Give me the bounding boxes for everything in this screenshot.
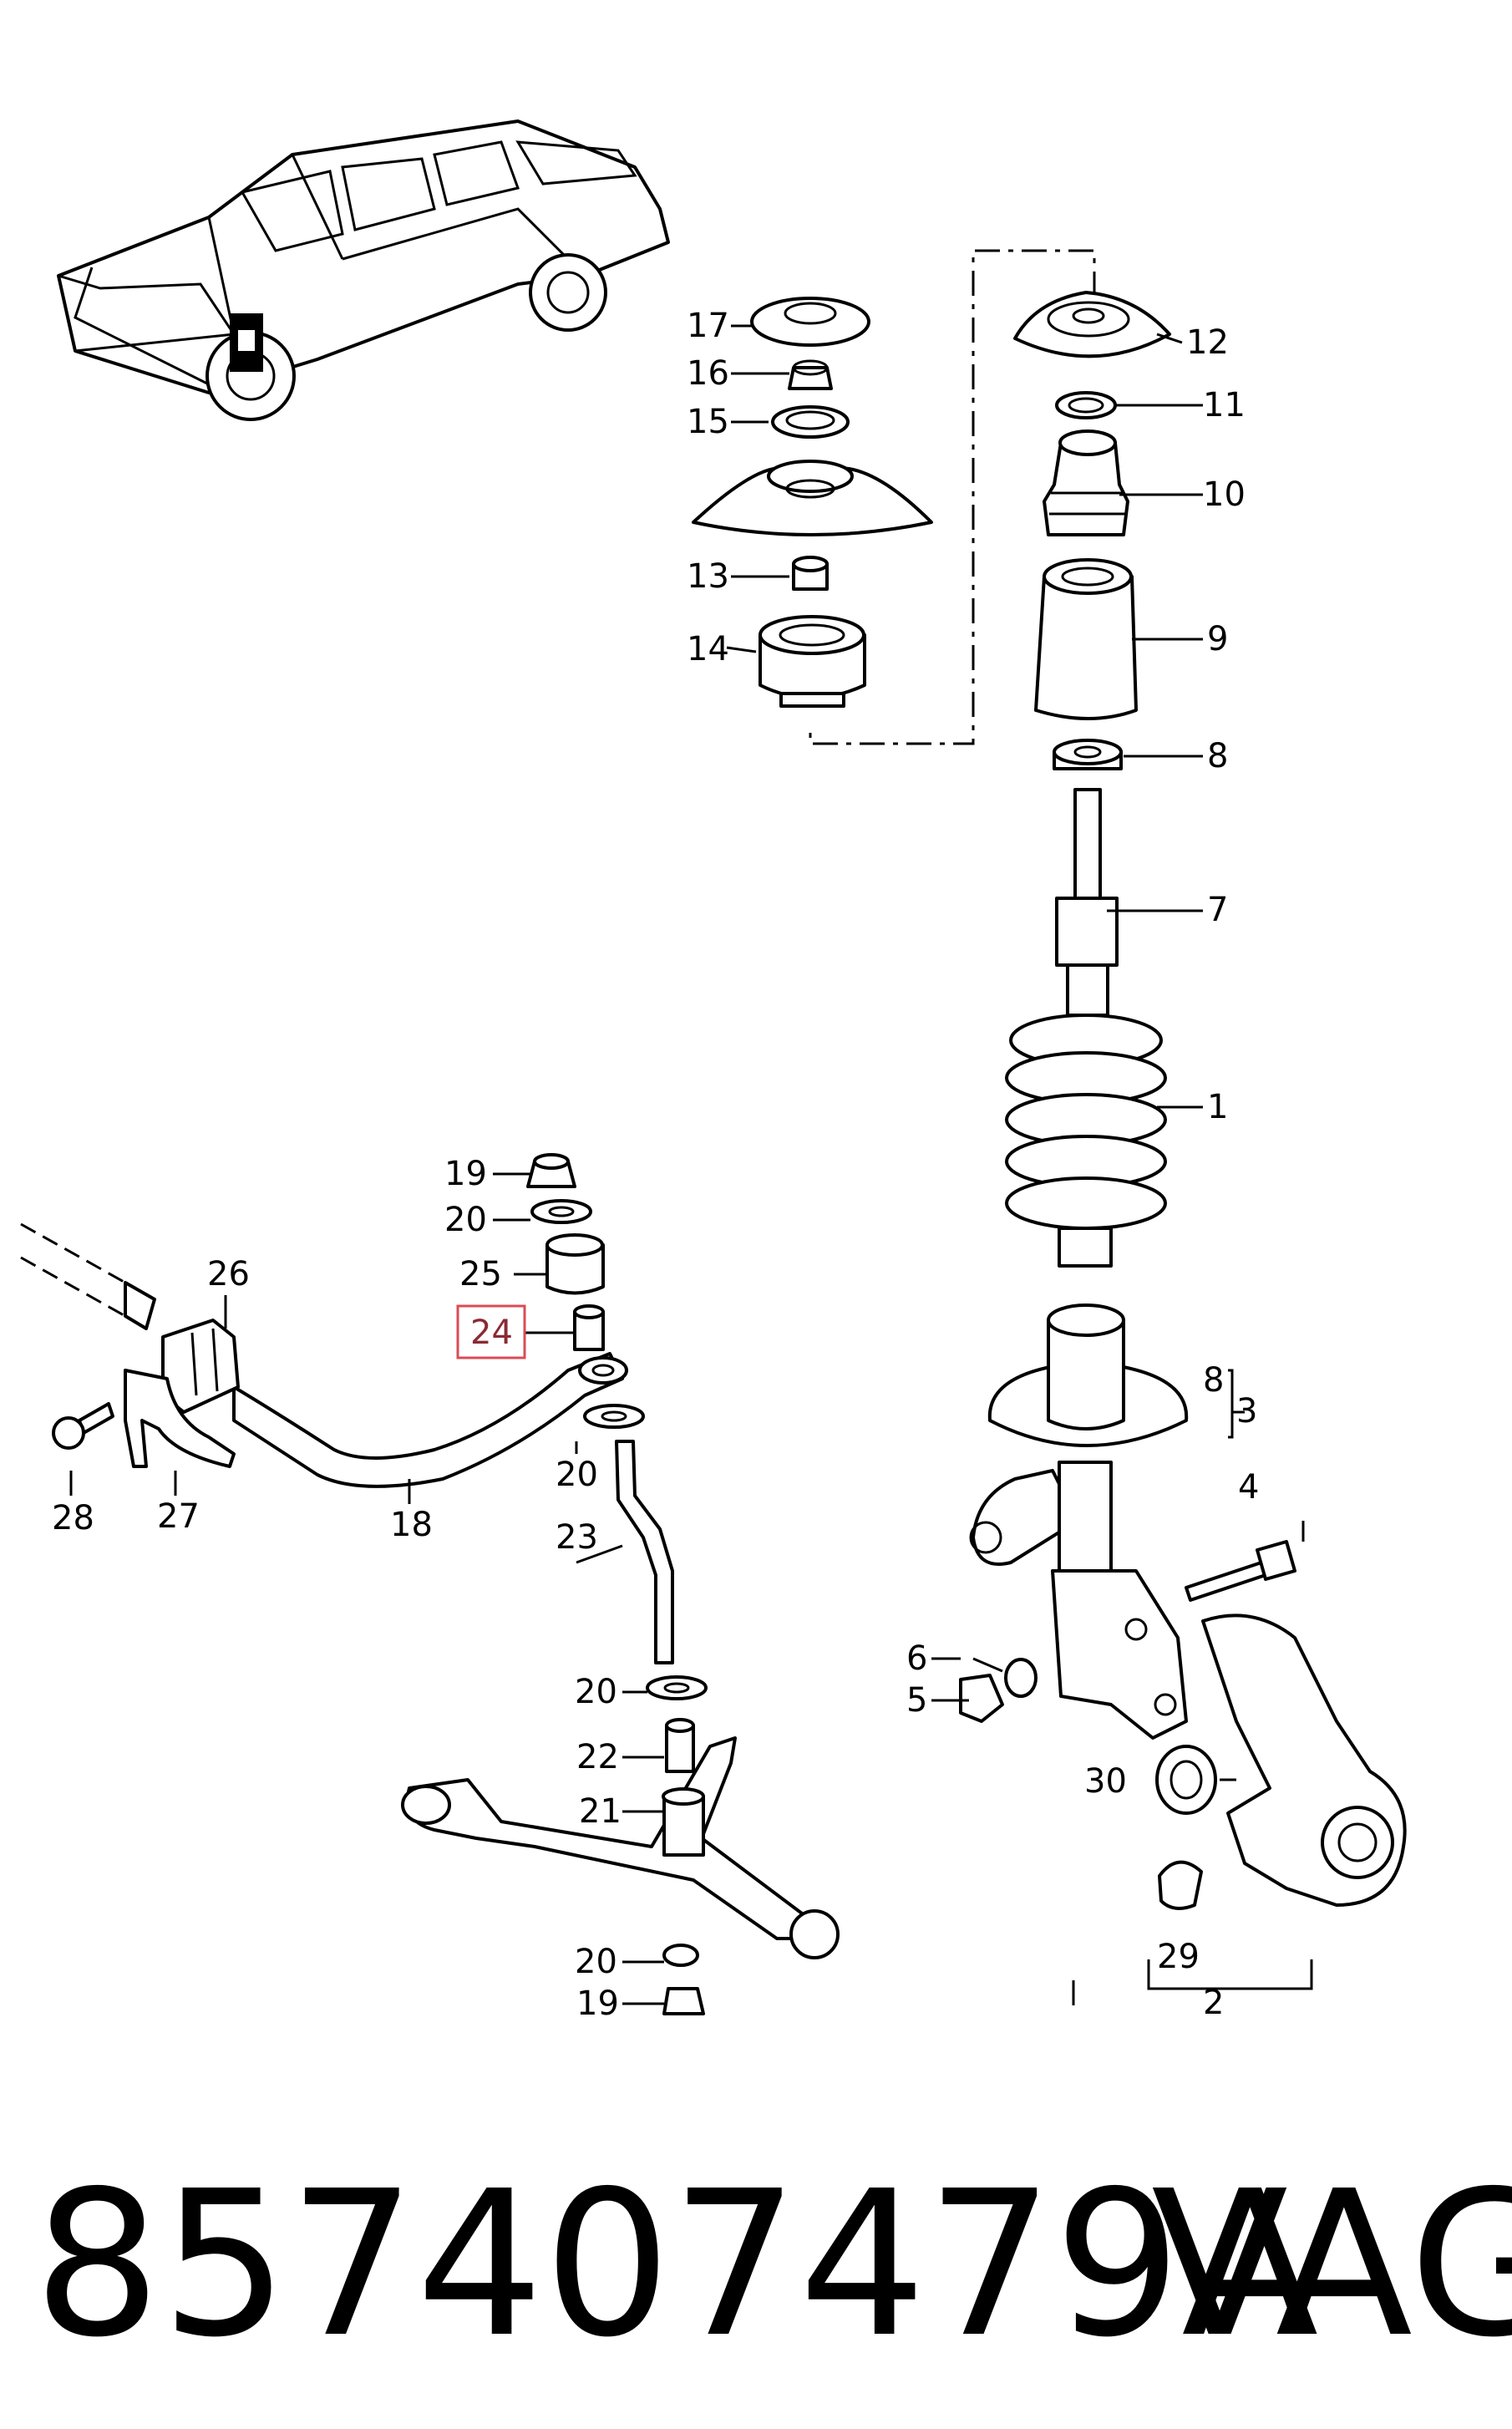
label-16: 16 xyxy=(687,354,729,393)
label-9: 9 xyxy=(1207,620,1228,658)
part-5-nut xyxy=(959,1674,1004,1723)
stabilizer-bar-end xyxy=(20,1222,126,1318)
label-24-highlight: 24 xyxy=(456,1304,526,1359)
part-number: 857407479A xyxy=(33,2147,1319,2381)
label-28: 28 xyxy=(52,1499,94,1537)
label-2: 2 xyxy=(1203,1984,1224,2022)
label-19-upper: 19 xyxy=(444,1155,487,1193)
part-11-washer xyxy=(1055,391,1117,419)
label-8-washer: 8 xyxy=(1207,737,1228,775)
part-21-bushing xyxy=(662,1787,705,1857)
part-9-boot xyxy=(1034,558,1138,720)
part-18-stabilizer-bar xyxy=(232,1352,628,1488)
label-20-bottom: 20 xyxy=(575,1943,617,1981)
part-29-plug xyxy=(1158,1860,1203,1910)
label-20-upper: 20 xyxy=(444,1201,487,1239)
part-14-rubber-mount xyxy=(759,615,866,708)
label-10: 10 xyxy=(1203,475,1246,514)
part-16-nut xyxy=(788,359,833,390)
callout-lines xyxy=(69,324,1313,2005)
label-30: 30 xyxy=(1084,1762,1127,1801)
label-19-lower: 19 xyxy=(576,1984,619,2023)
label-24: 24 xyxy=(470,1314,513,1352)
group-bracket xyxy=(809,249,1096,745)
part-22-sleeve xyxy=(665,1718,695,1773)
part-4-bolt xyxy=(1185,1540,1296,1602)
part-6-washer xyxy=(1004,1658,1038,1698)
label-25: 25 xyxy=(459,1255,502,1293)
part-24-sleeve xyxy=(573,1304,605,1351)
label-23: 23 xyxy=(556,1518,598,1557)
part-15-ring xyxy=(771,405,850,439)
label-20-mid: 20 xyxy=(556,1456,598,1494)
label-12: 12 xyxy=(1186,323,1229,362)
part-20-washer-lower xyxy=(646,1675,708,1700)
part-2-steering-knuckle xyxy=(1201,1613,1407,1907)
label-3: 3 xyxy=(1236,1392,1257,1430)
part-12-top-plate xyxy=(1013,291,1171,358)
part-25-rubber-bushing xyxy=(545,1233,605,1295)
label-20-lower: 20 xyxy=(575,1673,617,1711)
part-20-washer-upper xyxy=(530,1199,592,1224)
label-5: 5 xyxy=(906,1681,927,1720)
part-3-strut-housing xyxy=(969,1303,1189,1740)
label-15: 15 xyxy=(687,403,729,441)
part-10-bump-stop xyxy=(1043,429,1129,536)
part-27-clamp xyxy=(124,1369,236,1468)
part-30-bearing xyxy=(1155,1745,1217,1815)
label-17: 17 xyxy=(687,307,729,345)
part-20-washer-bottom xyxy=(662,1944,699,1967)
label-22: 22 xyxy=(576,1738,619,1776)
lower-control-arm xyxy=(401,1736,840,1959)
label-11: 11 xyxy=(1203,386,1246,424)
part-13-bushing xyxy=(792,556,829,591)
label-14: 14 xyxy=(687,630,729,668)
label-1: 1 xyxy=(1207,1088,1228,1126)
part-19-nut-lower xyxy=(662,1987,705,2015)
part-7-shock-absorber xyxy=(1055,788,1119,1017)
label-21: 21 xyxy=(579,1792,622,1831)
part-20-washer-mid xyxy=(583,1404,645,1429)
label-18: 18 xyxy=(390,1506,433,1544)
label-8-bracket: 8 xyxy=(1203,1361,1224,1400)
part-23-connecting-link xyxy=(615,1440,674,1664)
label-29: 29 xyxy=(1157,1938,1200,1976)
part-28-bolt xyxy=(52,1402,114,1450)
label-13: 13 xyxy=(687,557,729,596)
part-1-coil-spring xyxy=(1005,1014,1167,1268)
part-dome xyxy=(692,460,933,536)
label-7: 7 xyxy=(1207,891,1228,929)
label-6: 6 xyxy=(906,1639,927,1678)
brand-name: VAG xyxy=(1151,2147,1512,2381)
part-labels: 1 2 3 4 5 6 7 8 8 9 10 11 12 13 14 15 16… xyxy=(52,307,1259,2023)
car-illustration xyxy=(57,119,670,421)
label-26: 26 xyxy=(207,1255,250,1293)
part-17-washer xyxy=(750,297,870,347)
label-4: 4 xyxy=(1238,1468,1259,1507)
part-8-washer xyxy=(1053,739,1123,770)
part-19-nut-upper xyxy=(526,1153,576,1188)
label-27: 27 xyxy=(157,1497,200,1536)
